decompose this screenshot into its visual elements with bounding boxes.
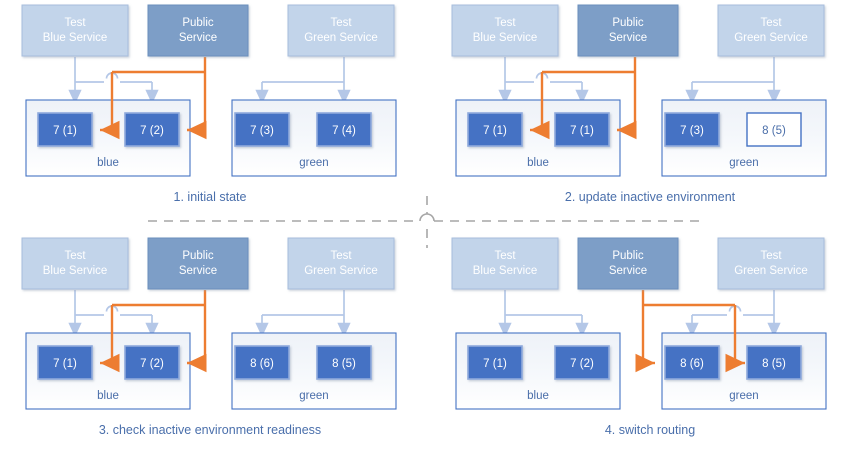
pod-label: 8 (5) [332,358,356,370]
panel-1-caption: 1. initial state [174,190,247,204]
panel-2-pod-blue-1: 7 (1) [467,112,523,147]
panel-2-pod-blue-2: 7 (1) [554,112,610,147]
pod-label: 8 (5) [762,358,786,370]
pod-label: 7 (1) [483,125,507,137]
pod-label: 7 (3) [680,125,704,137]
service-label-line1: Test [330,250,352,262]
panel-4-pod-blue-2: 7 (2) [554,345,610,380]
pod-label: 7 (2) [140,358,164,370]
service-label-line1: Public [182,250,214,262]
panel-2-pod-green-2-starting: 8 (5) [746,112,802,147]
panel-2-pod-green-1: 7 (3) [664,112,720,147]
service-label-line1: Test [64,17,86,29]
service-label-line2: Service [609,32,647,44]
service-label-line2: Service [609,265,647,277]
panel-3-pod-green-2: 8 (5) [316,345,372,380]
pod-label: 7 (1) [483,358,507,370]
divider-crossover-arc [419,213,435,222]
panel-1-pod-green-2: 7 (4) [316,112,372,147]
service-label-line1: Test [64,250,86,262]
panel-1-env-blue-label: blue [97,157,119,169]
pod-label: 7 (1) [53,358,77,370]
pod-label: 7 (4) [332,125,356,137]
service-label-line2: Blue Service [43,32,108,44]
service-label-line2: Service [179,265,217,277]
pod-label: 7 (1) [570,125,594,137]
panel-3-test-green-connector [255,290,351,338]
service-label-line2: Green Service [304,32,378,44]
service-label-line2: Green Service [734,265,808,277]
pod-label: 7 (2) [570,358,594,370]
service-label-line1: Public [182,17,214,29]
service-label-line1: Test [760,17,782,29]
panel-2-env-blue-label: blue [527,157,549,169]
panel-3-service-test-blue: Test Blue Service [21,237,129,290]
panel-2-caption: 2. update inactive environment [565,190,736,204]
panel-3-pod-blue-2: 7 (2) [124,345,180,380]
panel-1-pod-blue-1: 7 (1) [37,112,93,147]
service-label-line1: Public [612,17,644,29]
panel-3: 7 (1) 7 (2) 8 (6) 8 (5) blue green Test [21,237,397,437]
panel-3-service-test-green: Test Green Service [287,237,395,290]
service-label-line2: Green Service [304,265,378,277]
panel-1-test-green-connector [255,57,351,105]
panel-2-service-test-blue: Test Blue Service [451,4,559,57]
service-label-line2: Green Service [734,32,808,44]
panel-1-env-green-label: green [299,157,328,169]
panel-2-public-routing [529,57,637,140]
panel-1-service-public: Public Service [147,4,249,57]
pod-label: 7 (1) [53,125,77,137]
pod-label: 7 (3) [250,125,274,137]
service-label-line2: Blue Service [473,265,538,277]
service-label-line2: Blue Service [473,32,538,44]
pod-label: 8 (5) [762,125,786,137]
service-label-line1: Test [494,17,516,29]
panel-3-service-public: Public Service [147,237,249,290]
panel-1-service-test-blue: Test Blue Service [21,4,129,57]
panel-4-test-green-connector [685,290,781,338]
panel-4-public-routing [635,290,746,373]
service-label-line1: Test [330,17,352,29]
pod-label: 8 (6) [680,358,704,370]
service-label-line2: Blue Service [43,265,108,277]
pod-label: 8 (6) [250,358,274,370]
panel-3-env-green-label: green [299,390,328,402]
panel-4-service-test-green: Test Green Service [717,237,825,290]
panel-4-pod-blue-1: 7 (1) [467,345,523,380]
panel-1: 7 (1) 7 (2) 7 (3) 7 (4) blue green [21,4,397,204]
panel-dividers [148,196,706,248]
panel-2-service-public: Public Service [577,4,679,57]
panel-4-service-public: Public Service [577,237,679,290]
panel-4-env-blue-label: blue [527,390,549,402]
panel-4-pod-green-2: 8 (5) [746,345,802,380]
panel-1-pod-green-1: 7 (3) [234,112,290,147]
panel-3-public-routing [99,290,207,373]
panel-4-test-blue-connector [498,290,589,338]
panel-2-test-blue-connector [498,57,589,105]
panel-3-pod-blue-1: 7 (1) [37,345,93,380]
panel-1-pod-blue-2: 7 (2) [124,112,180,147]
panel-4-caption: 4. switch routing [605,423,695,437]
panel-1-service-test-green: Test Green Service [287,4,395,57]
service-label-line1: Public [612,250,644,262]
panel-3-pod-green-1: 8 (6) [234,345,290,380]
panel-3-test-blue-connector [68,290,159,338]
panel-2-env-green-label: green [729,157,758,169]
panel-1-public-routing [99,57,207,140]
service-label-line1: Test [760,250,782,262]
panel-2-service-test-green: Test Green Service [717,4,825,57]
panel-3-caption: 3. check inactive environment readiness [99,423,321,437]
service-label-line1: Test [494,250,516,262]
panel-4: 7 (1) 7 (2) 8 (6) 8 (5) blue green Test [451,237,827,437]
panel-2: 7 (1) 7 (1) 7 (3) 8 (5) blue green Test [451,4,827,204]
pod-label: 7 (2) [140,125,164,137]
service-label-line2: Service [179,32,217,44]
panel-4-service-test-blue: Test Blue Service [451,237,559,290]
panel-3-env-blue-label: blue [97,390,119,402]
panel-4-pod-green-1: 8 (6) [664,345,720,380]
panel-2-test-green-connector [685,57,781,105]
panel-1-test-blue-connector [68,57,159,105]
panel-4-env-green-label: green [729,390,758,402]
